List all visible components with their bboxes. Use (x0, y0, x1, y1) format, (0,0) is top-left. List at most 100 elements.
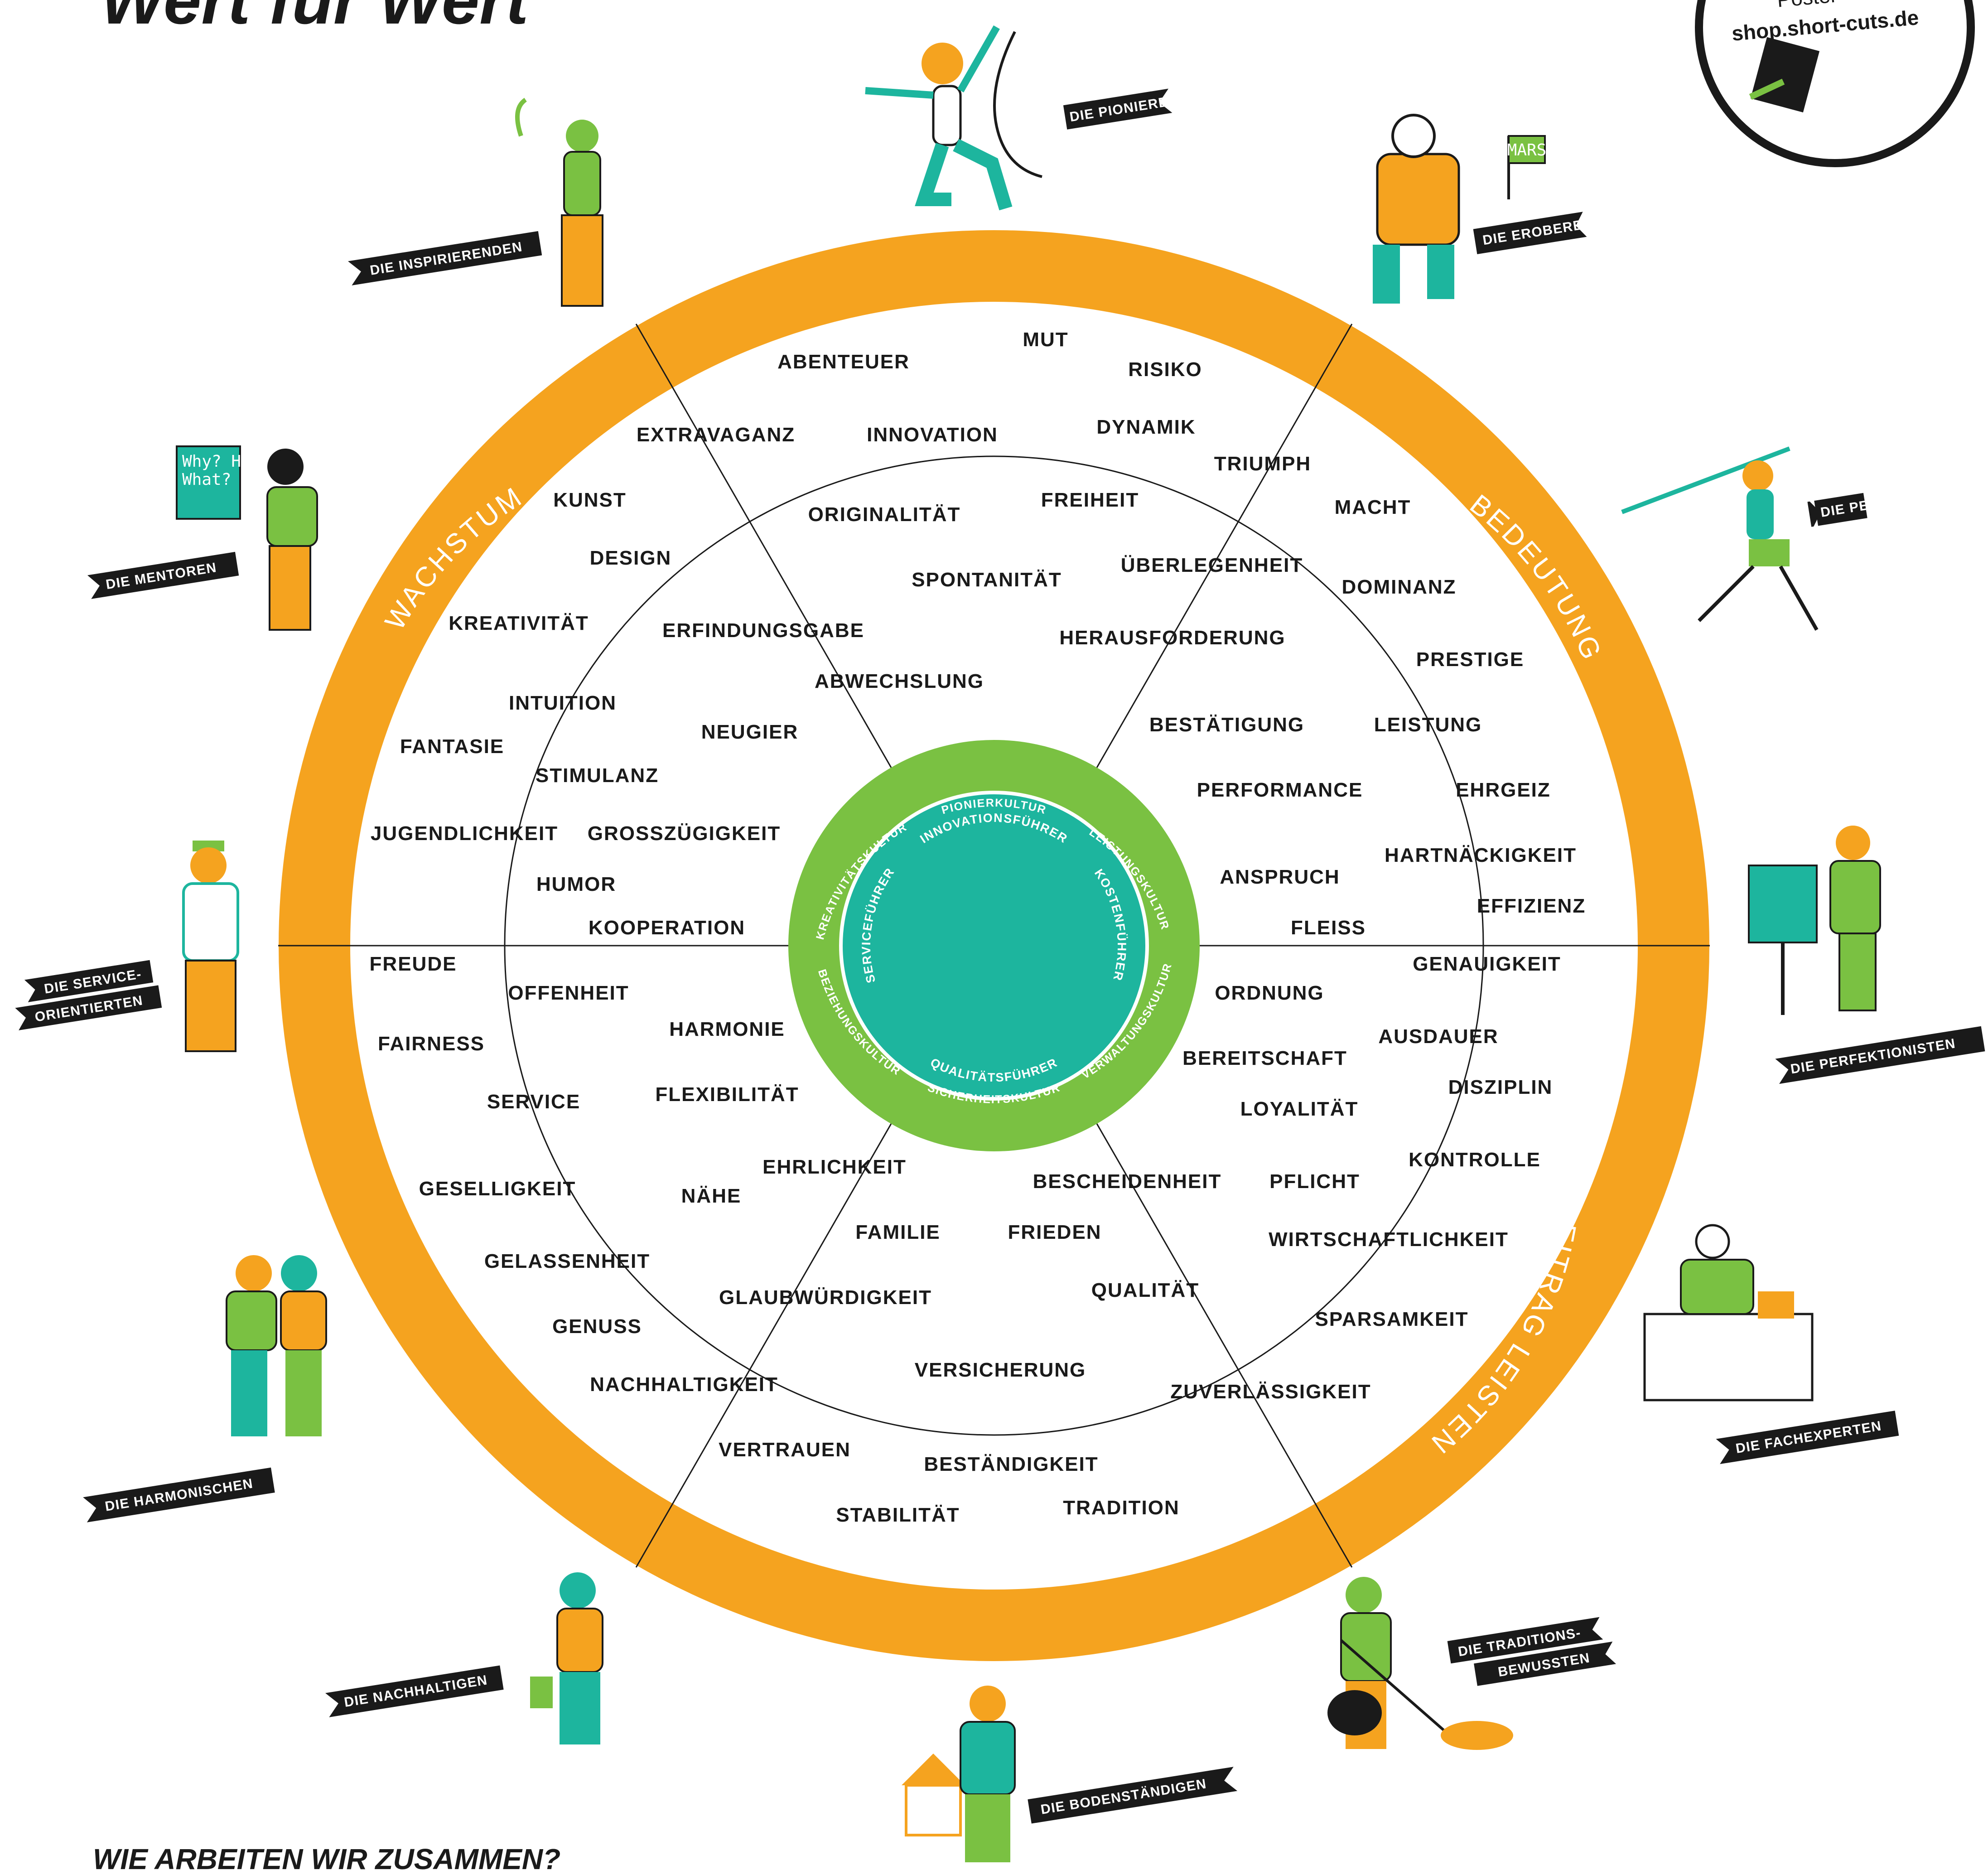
value-word: EHRGEIZ (1456, 779, 1551, 801)
value-word: GENUSS (552, 1315, 642, 1338)
performer-figure (1621, 446, 1819, 631)
perfectionist-figure (1748, 826, 1881, 1015)
svg-text:DIE PERFORMER: DIE PERFORMER (1819, 486, 1942, 520)
value-word: EHRLICHKEIT (762, 1156, 907, 1178)
leader-disc (839, 791, 1149, 1101)
value-word: OFFENHEIT (508, 982, 629, 1004)
harmonious-figure (226, 1255, 327, 1436)
value-word: ORIGINALITÄT (808, 503, 961, 526)
tag-perfektionisten: DIE PERFEKTIONISTEN (1775, 1026, 1985, 1084)
value-word: HUMOR (536, 873, 616, 895)
value-word: STABILITÄT (836, 1504, 960, 1526)
chalkboard-text: What? (182, 470, 231, 489)
value-word: MUT (1023, 329, 1068, 351)
value-word: TRADITION (1063, 1497, 1180, 1519)
tag-inspirierenden: DIE INSPIRIERENDEN (347, 231, 542, 285)
value-word: BESTÄTIGUNG (1149, 714, 1304, 736)
value-word: ZUVERLÄSSIGKEIT (1170, 1381, 1371, 1403)
bottom-question: WIE ARBEITEN WIR ZUSAMMEN? (93, 1843, 560, 1870)
shop-badge-line1: Poster (1776, 0, 1838, 12)
value-word: DOMINANZ (1341, 576, 1456, 598)
value-word: PFLICHT (1269, 1170, 1360, 1193)
value-word: AUSDAUER (1378, 1025, 1498, 1048)
value-word: VERSICHERUNG (915, 1359, 1086, 1381)
value-word: LOYALITÄT (1240, 1098, 1359, 1120)
value-word: KONTROLLE (1409, 1149, 1541, 1171)
value-word: KUNST (553, 489, 627, 511)
value-word: HARMONIE (669, 1018, 785, 1040)
shop-badge[interactable]: Poster shop.short-cuts.de (1695, 0, 1975, 167)
value-word: FLEISS (1291, 917, 1366, 939)
value-word: BESTÄNDIGKEIT (924, 1453, 1098, 1475)
value-word: GESELLIGKEIT (419, 1178, 576, 1200)
value-word: NACHHALTIGKEIT (590, 1373, 778, 1396)
poster-roll-icon (1749, 37, 1820, 113)
value-word: ABENTEUER (777, 351, 910, 373)
value-word: KOOPERATION (589, 917, 745, 939)
value-word: FAIRNESS (378, 1033, 485, 1055)
tag-mentoren: DIE MENTOREN (87, 551, 239, 599)
traditional-figure (1327, 1577, 1513, 1750)
tag-service-orientierten: DIE SERVICE- ORIENTIERTEN (15, 960, 162, 1030)
value-word: PERFORMANCE (1197, 779, 1363, 801)
value-word: ANSPRUCH (1220, 866, 1340, 888)
value-word: LEISTUNG (1374, 714, 1482, 736)
value-word: GENAUIGKEIT (1413, 953, 1561, 975)
value-word: SPARSAMKEIT (1315, 1308, 1469, 1330)
shop-url[interactable]: shop.short-cuts.de (1731, 5, 1920, 45)
value-word: WIRTSCHAFTLICHKEIT (1269, 1228, 1509, 1251)
value-word: HERAUSFORDERUNG (1059, 627, 1285, 649)
inspiring-figure (515, 97, 603, 307)
flag-text: MARS (1507, 141, 1547, 159)
value-word: ORDNUNG (1215, 982, 1324, 1004)
tag-eroberer: DIE EROBERER (1473, 212, 1594, 254)
value-word: INTUITION (509, 692, 617, 714)
value-word: TRIUMPH (1214, 453, 1311, 475)
value-word: GROSSZÜGIGKEIT (588, 822, 781, 845)
value-word: KREATIVITÄT (449, 612, 589, 634)
value-word: HARTNÄCKIGKEIT (1385, 844, 1577, 866)
value-word: NEUGIER (701, 721, 798, 743)
value-word: STIMULANZ (536, 764, 659, 787)
sustainable-figure (530, 1572, 603, 1744)
value-word: SERVICE (487, 1091, 580, 1113)
value-words: ABENTEUER MUT RISIKO EXTRAVAGANZ INNOVAT… (370, 329, 1586, 1526)
value-word: QUALITÄT (1091, 1279, 1199, 1301)
poster-title: Wert für Wert (101, 0, 531, 38)
value-word: FAMILIE (855, 1221, 941, 1243)
value-word: ERFINDUNGSGABE (662, 619, 864, 642)
value-word: VERTRAUEN (719, 1439, 851, 1461)
expert-figure (1643, 1224, 1814, 1401)
value-word: RISIKO (1128, 358, 1202, 381)
value-word: ABWECHSLUNG (815, 670, 984, 692)
value-word: FLEXIBILITÄT (655, 1083, 799, 1106)
value-word: GLAUBWÜRDIGKEIT (719, 1286, 932, 1309)
tag-harmonischen: DIE HARMONISCHEN (83, 1467, 275, 1522)
ring-label-top: ABWECHSLUNG|VIELFALT (842, 25, 1244, 115)
value-word: INNOVATION (867, 424, 998, 446)
value-word: SPONTANITÄT (912, 569, 1062, 591)
value-word: DESIGN (590, 547, 672, 569)
tag-fachexperten: DIE FACHEXPERTEN (1716, 1411, 1899, 1464)
value-word: PRESTIGE (1416, 648, 1525, 671)
conqueror-figure: MARS (1373, 114, 1547, 304)
tag-traditionsbewussten: DIE TRADITIONS- BEWUSSTEN (1447, 1617, 1616, 1686)
value-word: NÄHE (681, 1185, 742, 1207)
service-figure (182, 841, 239, 1052)
tag-performer: DIE PERFORMER (1807, 486, 1942, 527)
value-word: FREUDE (370, 953, 457, 975)
value-word: FRIEDEN (1008, 1221, 1101, 1243)
value-word: FANTASIE (400, 735, 504, 758)
value-word: EFFIZIENZ (1477, 895, 1586, 917)
shop-badge-ring (1695, 0, 1975, 167)
value-word: BEREITSCHAFT (1182, 1047, 1347, 1069)
value-word: FREIHEIT (1041, 489, 1139, 511)
value-word: DYNAMIK (1096, 416, 1196, 438)
value-word: GELASSENHEIT (484, 1250, 650, 1272)
value-word: ÜBERLEGENHEIT (1121, 554, 1303, 576)
mentor-figure: Why? How? What? (176, 445, 318, 631)
chalkboard-text: Why? How? (182, 452, 270, 471)
value-word: BESCHEIDENHEIT (1033, 1170, 1222, 1193)
